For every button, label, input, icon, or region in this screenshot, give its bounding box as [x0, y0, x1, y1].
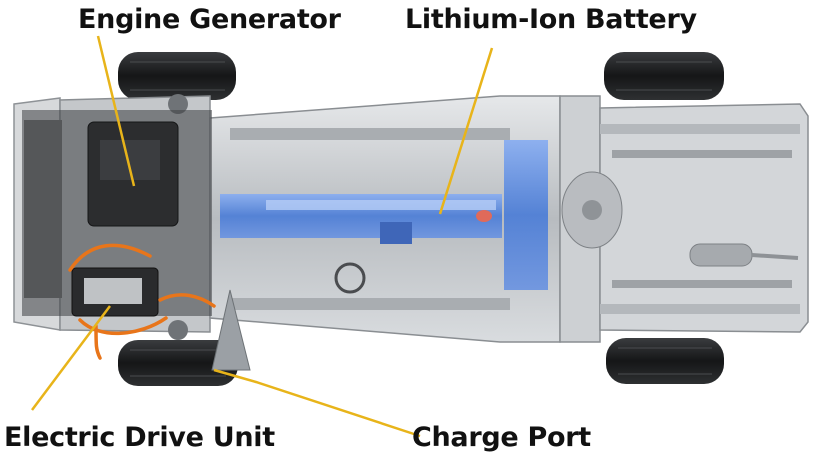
- tire-rear-bottom: [606, 338, 724, 384]
- label-lithium-ion-battery: Lithium-Ion Battery: [405, 4, 697, 35]
- charge-port: [211, 289, 251, 371]
- leader-line-engine-generator: [96, 35, 136, 187]
- leader-line-electric-drive-unit: [31, 305, 111, 411]
- orange-cables: [68, 243, 216, 360]
- tire-front-bottom: [118, 340, 238, 386]
- lithium-ion-battery-pack: [220, 140, 548, 290]
- label-electric-drive-unit: Electric Drive Unit: [4, 422, 275, 453]
- leader-line-lithium-ion-battery: [438, 47, 494, 215]
- label-charge-port: Charge Port: [412, 422, 591, 453]
- tire-rear-top: [604, 52, 724, 100]
- leader-line-charge-port: [213, 368, 421, 438]
- label-engine-generator: Engine Generator: [78, 4, 341, 35]
- leader-lines: [31, 35, 494, 438]
- tires: [118, 52, 724, 386]
- tire-front-top: [118, 52, 236, 100]
- electric-drive-unit: [71, 267, 159, 317]
